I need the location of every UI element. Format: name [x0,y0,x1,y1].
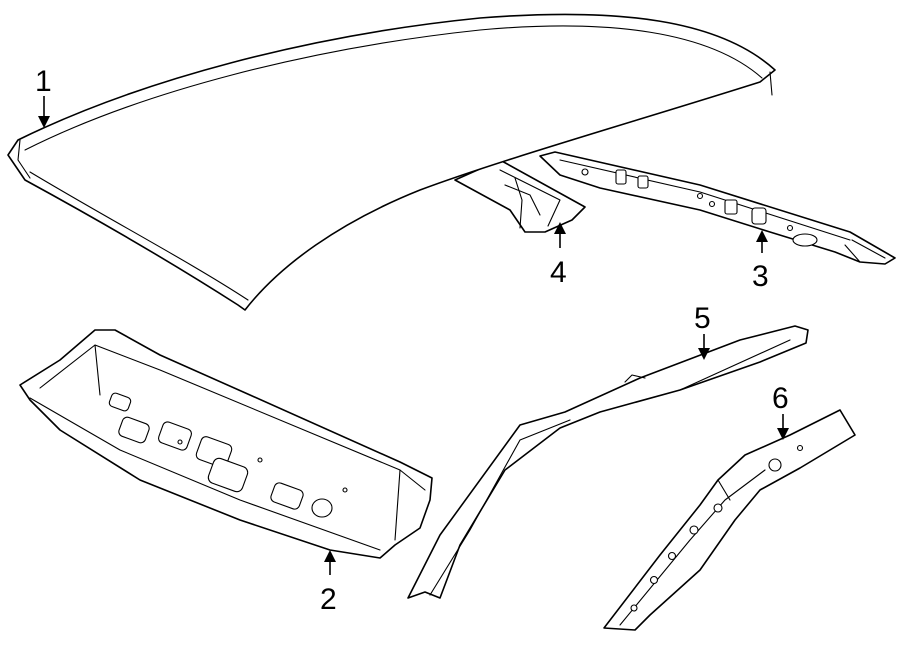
leader-4 [554,222,566,248]
callout-6: 6 [772,382,789,415]
leader-5 [698,334,710,360]
callout-4: 4 [550,256,567,289]
callout-2: 2 [320,583,337,616]
leader-3 [756,230,768,253]
callout-1: 1 [35,65,52,98]
rear-pillar-reinforcement-part [603,409,856,631]
front-roof-rail-part [539,151,896,265]
roof-bow-bracket-part [454,159,586,233]
leader-6 [777,414,789,440]
leader-1 [38,96,50,128]
callout-3: 3 [752,260,769,293]
roof-panel-part [7,13,776,311]
callout-5: 5 [694,302,711,335]
rear-header-panel-part [19,329,433,559]
roof-side-rail-part [407,325,809,599]
leader-2 [324,550,336,575]
